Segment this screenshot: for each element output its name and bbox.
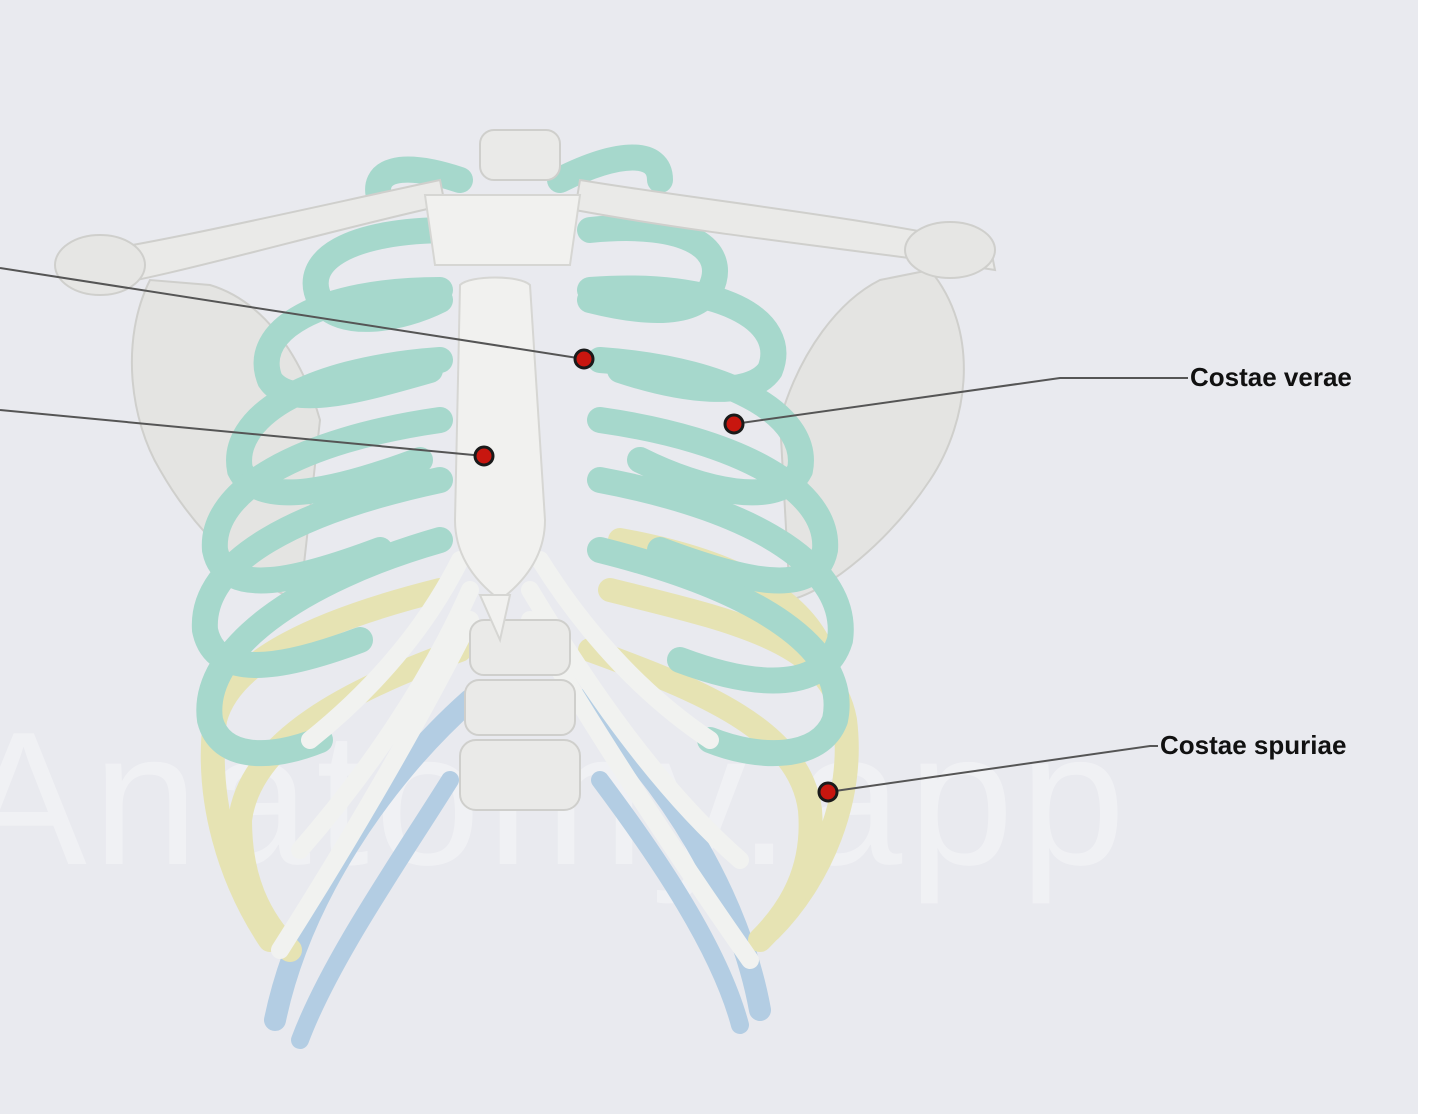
floating-ribs xyxy=(264,689,771,1049)
label-costae-verae: Costae verae xyxy=(1190,362,1352,392)
right-margin xyxy=(1418,0,1440,1114)
sternum xyxy=(423,194,582,644)
shoulder-left xyxy=(54,234,146,296)
marker-dot-icon xyxy=(573,348,595,370)
vertebral-column xyxy=(459,129,581,811)
marker-dot-icon xyxy=(723,413,745,435)
marker-dot-icon xyxy=(473,348,839,803)
shoulder-right xyxy=(904,221,996,279)
label-costae-spuriae: Costae spuriae xyxy=(1160,730,1347,760)
true-ribs xyxy=(191,144,854,767)
clavicle-right xyxy=(573,178,997,272)
marker-dot-icon xyxy=(473,445,495,467)
marker-dot-icon xyxy=(817,781,839,803)
leader-lines xyxy=(0,267,1188,793)
